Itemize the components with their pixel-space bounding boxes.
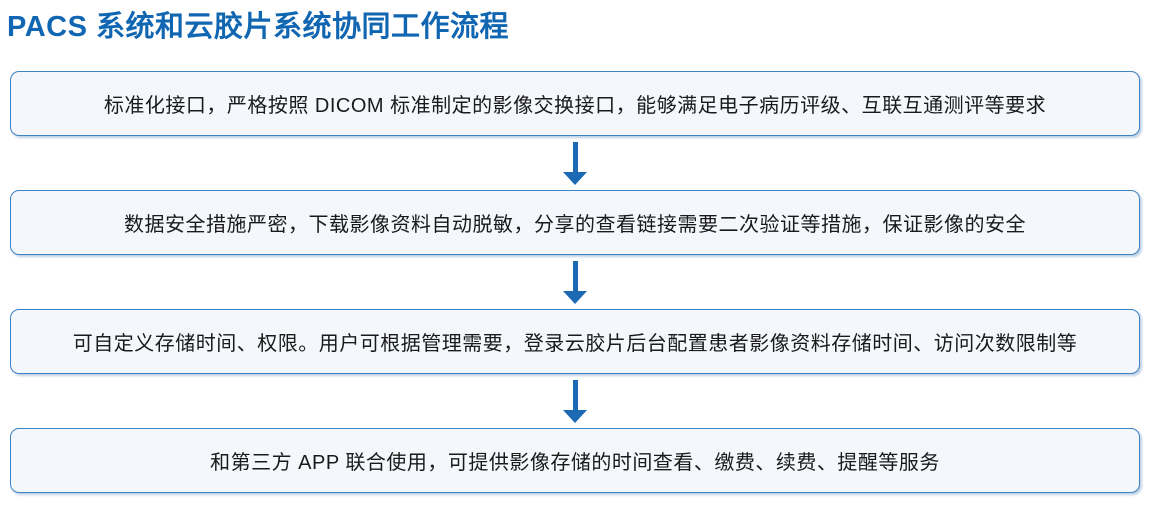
flow-step-2-text: 数据安全措施严密，下载影像资料自动脱敏，分享的查看链接需要二次验证等措施，保证影… xyxy=(124,214,1026,236)
flow-step-4: 和第三方 APP 联合使用，可提供影像存储的时间查看、缴费、续费、提醒等服务 xyxy=(10,428,1140,493)
flow-step-4-text: 和第三方 APP 联合使用，可提供影像存储的时间查看、缴费、续费、提醒等服务 xyxy=(210,452,940,474)
down-arrow-head xyxy=(563,409,587,423)
flow-step-3-text: 可自定义存储时间、权限。用户可根据管理需要，登录云胶片后台配置患者影像资料存储时… xyxy=(72,333,1078,355)
flow-step-2: 数据安全措施严密，下载影像资料自动脱敏，分享的查看链接需要二次验证等措施，保证影… xyxy=(10,190,1140,255)
down-arrow-icon xyxy=(10,374,1140,428)
down-arrow-icon xyxy=(10,136,1140,190)
down-arrow-stem xyxy=(572,141,578,172)
flow-step-3: 可自定义存储时间、权限。用户可根据管理需要，登录云胶片后台配置患者影像资料存储时… xyxy=(10,309,1140,374)
down-arrow-stem xyxy=(572,260,578,291)
down-arrow-icon xyxy=(10,255,1140,309)
flow-step-1: 标准化接口，严格按照 DICOM 标准制定的影像交换接口，能够满足电子病历评级、… xyxy=(10,71,1140,136)
down-arrow-head xyxy=(563,290,587,304)
down-arrow-head xyxy=(563,171,587,185)
page-title: PACS 系统和云胶片系统协同工作流程 xyxy=(7,11,509,43)
flowchart: 标准化接口，严格按照 DICOM 标准制定的影像交换接口，能够满足电子病历评级、… xyxy=(10,71,1140,493)
flow-step-1-text: 标准化接口，严格按照 DICOM 标准制定的影像交换接口，能够满足电子病历评级、… xyxy=(103,95,1047,117)
down-arrow-stem xyxy=(572,379,578,410)
